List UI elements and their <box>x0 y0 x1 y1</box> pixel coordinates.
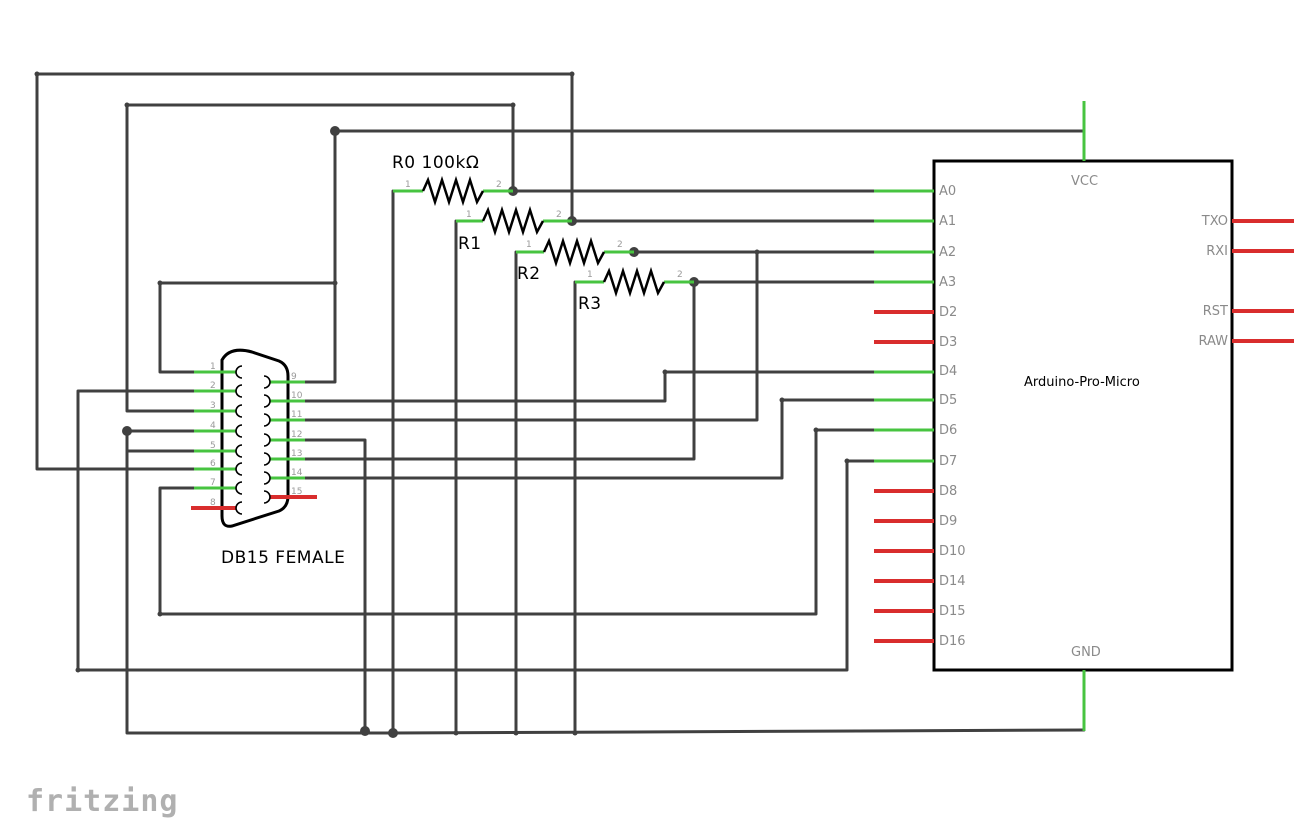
resistor-r3[interactable]: 1 2 R3 <box>575 266 694 314</box>
wire-endpoint <box>34 71 40 77</box>
resistor-pin1-label: 1 <box>526 240 532 250</box>
arduino-pro-micro[interactable]: VCC GND Arduino-Pro-Micro A0 A1 A2 A3 D2… <box>874 101 1294 731</box>
junction-dot <box>122 426 132 436</box>
arduino-pin-label: D4 <box>939 364 957 379</box>
resistor-zigzag <box>481 205 545 237</box>
resistor-pin1-label: 1 <box>405 180 411 190</box>
arduino-pin-label: RAW <box>1198 334 1228 349</box>
arduino-gnd-label: GND <box>1071 645 1101 660</box>
db15-pin-number: 7 <box>210 478 216 488</box>
db15-pin-number: 5 <box>210 441 216 451</box>
wire-gnd[interactable] <box>125 429 1086 735</box>
db15-sockets-right <box>263 375 271 504</box>
wires <box>35 72 1086 735</box>
resistor-label: R0 100kΩ <box>392 153 479 173</box>
wire-endpoint <box>779 397 785 403</box>
resistor-r2[interactable]: 1 2 R2 <box>516 236 634 284</box>
arduino-pin-label: D15 <box>939 604 966 619</box>
wire-endpoint <box>157 611 163 617</box>
wire-pin6-r1[interactable] <box>35 72 574 471</box>
resistor-pin2-label: 2 <box>496 180 502 190</box>
arduino-pin-label: D10 <box>939 544 966 559</box>
resistor-r1[interactable]: 1 2 R1 <box>456 205 572 254</box>
arduino-pin-label: D9 <box>939 514 957 529</box>
resistor-r0[interactable]: 1 2 R0 100kΩ <box>392 153 513 207</box>
db15-label: DB15 FEMALE <box>221 548 345 568</box>
resistor-pin1-label: 1 <box>466 210 472 220</box>
arduino-pin-label: D3 <box>939 335 957 350</box>
db15-pin-number: 4 <box>210 421 216 431</box>
db15-pin-number: 11 <box>291 410 302 420</box>
db15-pin-number: 15 <box>291 487 302 497</box>
db15-pin-number: 10 <box>291 391 303 401</box>
resistor-pin2-label: 2 <box>677 270 683 280</box>
junction-dot <box>360 726 370 736</box>
wire-gnd-pin12[interactable] <box>303 438 367 735</box>
resistor-zigzag <box>602 266 666 298</box>
db15-pin-number: 3 <box>210 401 216 411</box>
wire-endpoint <box>754 249 760 255</box>
arduino-pin-label: RST <box>1203 304 1228 319</box>
arduino-pin-label: A1 <box>939 214 956 229</box>
wire-endpoint <box>513 730 519 736</box>
arduino-pin-label: D5 <box>939 393 957 408</box>
resistor-zigzag <box>421 175 485 207</box>
arduino-pin-label: A3 <box>939 275 956 290</box>
db15-pin-number: 2 <box>210 381 216 391</box>
arduino-body <box>932 159 1234 672</box>
wire-d4-pin10[interactable] <box>303 370 876 403</box>
arduino-pin-label: D16 <box>939 634 966 649</box>
arduino-pin-label: D2 <box>939 305 957 320</box>
db15-pin-number: 13 <box>291 449 302 459</box>
arduino-pin-label: D8 <box>939 484 957 499</box>
wire-endpoint <box>332 280 338 286</box>
db15-pin-number: 8 <box>210 498 216 508</box>
wire-d5-pin14[interactable] <box>303 398 876 480</box>
db15-connector[interactable]: 1 2 3 4 5 6 7 8 9 10 11 12 13 14 15 DB15… <box>191 348 345 568</box>
db15-pin-number: 9 <box>291 372 297 382</box>
arduino-vcc-label: VCC <box>1071 174 1098 189</box>
db15-pin-number: 1 <box>210 362 216 372</box>
wire-endpoint <box>569 71 575 77</box>
wire-endpoint <box>844 458 850 464</box>
wire-endpoint <box>75 667 81 673</box>
db15-sockets-left <box>235 365 243 515</box>
resistor-pin2-label: 2 <box>617 240 623 250</box>
wire-vcc[interactable] <box>158 129 1086 374</box>
arduino-pin-label: RXI <box>1206 244 1228 259</box>
arduino-name: Arduino-Pro-Micro <box>1024 375 1140 390</box>
wire-vcc-pin9[interactable] <box>303 281 337 384</box>
wire-endpoint <box>124 102 130 108</box>
arduino-pin-label: D7 <box>939 454 957 469</box>
resistor-label: R3 <box>578 294 602 314</box>
resistor-zigzag <box>542 236 606 268</box>
resistor-label: R1 <box>458 234 482 254</box>
resistor-pin2-label: 2 <box>556 210 562 220</box>
db15-pin-number: 12 <box>291 430 302 440</box>
fritzing-logo: fritzing <box>26 784 179 819</box>
arduino-pin-label: A0 <box>939 184 956 199</box>
wire-endpoint <box>510 102 516 108</box>
db15-pin-number: 14 <box>291 468 303 478</box>
resistor-pin1-label: 1 <box>587 270 593 280</box>
arduino-pin-label: A2 <box>939 245 956 260</box>
junction-dot <box>388 728 398 738</box>
resistor-label: R2 <box>517 264 541 284</box>
wire-endpoint <box>453 730 459 736</box>
arduino-pin-label: TXO <box>1201 214 1228 229</box>
wire-endpoint <box>572 730 578 736</box>
db15-pin-number: 6 <box>210 459 216 469</box>
wire-endpoint <box>813 427 819 433</box>
db15-shell <box>220 348 290 528</box>
wire-endpoint <box>157 280 163 286</box>
wire-r3-pin13[interactable] <box>303 280 696 461</box>
wire-d7-pin2[interactable] <box>76 389 876 672</box>
junction-dot <box>330 126 340 136</box>
wire-d6-pin7[interactable] <box>158 428 876 616</box>
wire-endpoint <box>662 369 668 375</box>
arduino-pin-label: D6 <box>939 423 957 438</box>
arduino-pin-label: D14 <box>939 574 966 589</box>
